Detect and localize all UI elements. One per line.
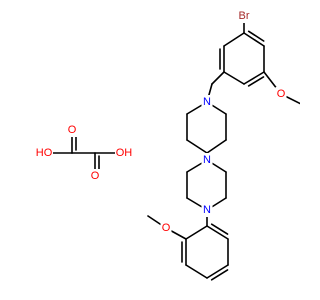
- molecule-canvas: BrO N N N O O O HO OH: [35, 9, 300, 281]
- bond-b1-b2: [185, 225, 208, 240]
- atom-label-bg-o_bot: [160, 221, 172, 235]
- atom-label-bg-n3: [201, 203, 213, 217]
- bond-a3-a4: [243, 71, 265, 85]
- atom-label-bg-n2: [201, 153, 213, 167]
- bond-b3-b4: [185, 264, 208, 279]
- atom-label-bg-br: [235, 9, 253, 23]
- bond-a6-a1: [223, 32, 245, 47]
- bond-b4-b5: [206, 264, 229, 279]
- atom-label-br: Br: [239, 10, 250, 22]
- atom-label-ox_oh1: HO: [36, 147, 53, 159]
- bond-a1-a2-double: [247, 30, 265, 42]
- atom-label-o_top: O: [277, 88, 286, 100]
- atom-label-ox_o2: O: [91, 170, 100, 182]
- bond-p4-p5: [186, 139, 208, 154]
- atom-labels-group: BrO N N N O O O HO OH: [35, 9, 287, 235]
- atom-label-ox_oh2: OH: [116, 147, 133, 159]
- atom-label-n3: N: [203, 204, 211, 216]
- bond-a3-a4-double: [247, 76, 265, 87]
- atom-label-n2: N: [203, 154, 211, 166]
- atom-label-n1: N: [203, 96, 211, 108]
- bond-a5-ch2: [211, 71, 225, 85]
- atom-label-bg-ox_o1: [66, 123, 78, 137]
- bond-b4-b5-double: [210, 269, 229, 281]
- bond-b6-b1-double: [210, 223, 229, 235]
- atom-label-o_bot: O: [162, 222, 171, 234]
- atom-label-bg-ox_o2: [89, 169, 101, 183]
- atom-label-bg-ox_oh2: [115, 146, 133, 160]
- atom-label-bg-o_top: [275, 87, 287, 101]
- atom-label-bg-ox_oh1: [35, 146, 53, 160]
- bond-a1-a2: [243, 32, 265, 47]
- atom-label-ox_o1: O: [68, 124, 77, 136]
- bond-b6-b1: [206, 225, 229, 240]
- atom-label-bg-n1: [201, 95, 213, 109]
- bond-p3-p4: [206, 139, 227, 154]
- bonds-group: [43, 15, 300, 281]
- bond-a4-a5: [223, 71, 245, 85]
